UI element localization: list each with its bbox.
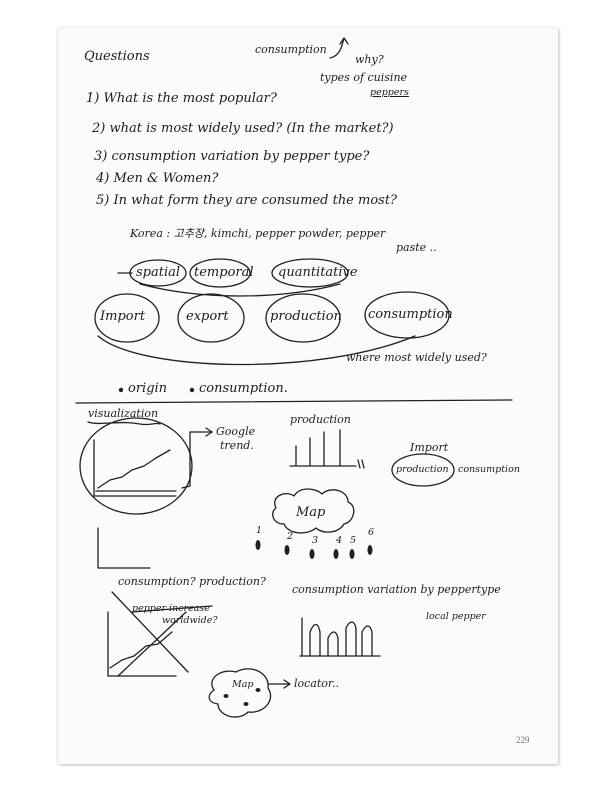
production-circle (265, 293, 341, 343)
viz-trend (97, 449, 171, 489)
number-3: 3 (312, 535, 319, 546)
drop-4 (333, 549, 339, 559)
number-2: 2 (287, 531, 294, 542)
drop-1 (255, 540, 261, 550)
header-peppers: peppers (370, 87, 409, 98)
production-bars (289, 429, 357, 467)
pepper-increase-line2: worldwide? (162, 615, 218, 626)
number-4: 4 (336, 535, 343, 546)
crossed-trend (109, 631, 173, 669)
google-arrow (181, 427, 213, 489)
question-4: 4) Men & Women? (96, 171, 219, 186)
bullet-origin-text: origin (128, 381, 168, 396)
bullet-consumption-text: consumption. (199, 381, 288, 396)
viz-underline (87, 421, 161, 426)
questions-heading: Questions (84, 49, 150, 64)
blob-dot-2 (243, 702, 249, 706)
locator-label: locator.. (294, 677, 339, 690)
temporal-circle (189, 258, 251, 288)
flow-arc (97, 335, 416, 366)
pepper-increase-line1: pepper increase (132, 603, 210, 614)
header-arrow (329, 37, 349, 59)
question-3: 3) consumption variation by pepper type? (94, 149, 370, 164)
google-trend-line2: trend. (220, 439, 254, 452)
korea-note-line1: Korea : 고추장, kimchi, pepper powder, pepp… (130, 227, 386, 240)
consumption-variation-label: consumption variation by peppertype (292, 583, 501, 596)
dimension-arc (139, 283, 341, 297)
question-1: 1) What is the most popular? (86, 91, 277, 106)
page-number: 229 (516, 735, 530, 745)
drop-6 (367, 545, 373, 555)
small-map-blob (208, 668, 272, 718)
crossed-axes (107, 611, 177, 677)
question-2: 2) what is most widely used? (In the mar… (92, 121, 394, 136)
flow-import: Import (100, 309, 146, 324)
header-why: why? (355, 53, 384, 66)
empty-axes (97, 527, 151, 569)
map-cloud (272, 488, 355, 534)
import-label: Import (410, 441, 449, 454)
number-6: 6 (368, 527, 375, 538)
korea-note-line2: paste .. (396, 241, 437, 254)
locator-arrow (267, 679, 291, 689)
visualization-label: visualization (88, 407, 159, 420)
flow-consumption: consumption (368, 307, 453, 322)
viz-axes (93, 439, 177, 497)
bullet-origin (118, 387, 124, 393)
strike-text (131, 605, 213, 613)
variation-bars (301, 617, 373, 657)
production-chart-label: production (290, 413, 351, 426)
import-circle (94, 293, 160, 343)
consumption-right-label: consumption (458, 464, 520, 475)
dimension-quantitative: quantitative (278, 265, 358, 280)
bar-marks (357, 459, 365, 469)
blob-dot-3 (255, 688, 261, 692)
cross-line-2 (117, 611, 187, 677)
cross-line-1 (111, 591, 189, 673)
header-types-of-cuisine: types of cuisine (320, 71, 408, 84)
consumption-circle (364, 291, 450, 339)
drop-3 (309, 549, 315, 559)
section-divider (75, 399, 513, 404)
drop-5 (349, 549, 355, 559)
quantitative-circle (271, 258, 349, 288)
local-pepper-label: local pepper (426, 611, 486, 622)
small-map-label: Map (232, 679, 254, 690)
flow-export: export (186, 309, 229, 324)
blob-dot-1 (223, 694, 229, 698)
header-consumption: consumption (255, 43, 327, 56)
flow-production: production (270, 309, 342, 324)
drop-2 (284, 545, 290, 555)
dimension-spatial: spatial (136, 265, 181, 280)
dimension-temporal: temporal (194, 265, 254, 280)
production-right-circle (391, 453, 455, 487)
number-5: 5 (350, 535, 357, 546)
production-circled-label: production (396, 464, 449, 475)
consumption-production-question: consumption? production? (118, 575, 266, 588)
map-label: Map (296, 505, 326, 520)
google-trend-line1: Google (216, 425, 256, 438)
number-1: 1 (256, 525, 263, 536)
question-5: 5) In what form they are consumed the mo… (96, 193, 398, 208)
viz-circle (79, 417, 193, 515)
export-circle (177, 293, 245, 343)
flow-where-used: where most widely used? (346, 351, 487, 364)
bullet-consumption (189, 387, 195, 393)
notebook-page (58, 28, 558, 764)
